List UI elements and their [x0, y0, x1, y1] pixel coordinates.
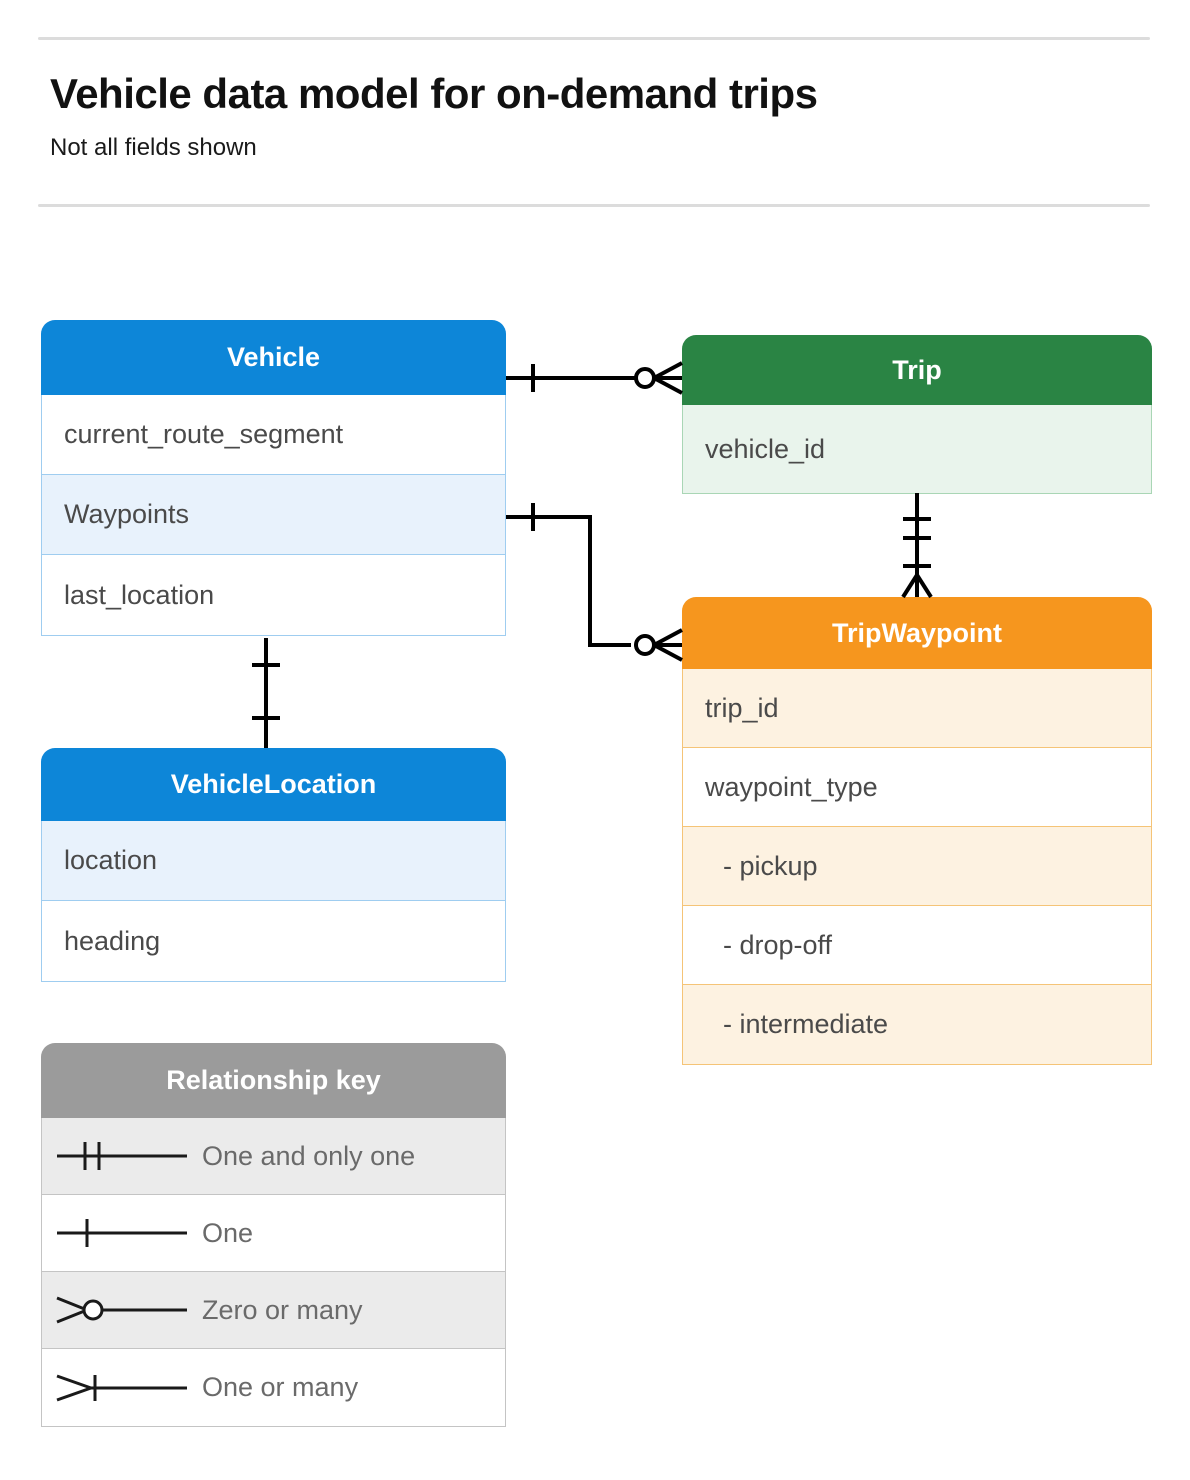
entity-trip-waypoint-fields: trip_id waypoint_type - pickup - drop-of… [682, 669, 1152, 1065]
field-vehicle-id[interactable]: vehicle_id [683, 405, 1151, 493]
legend-rows: One and only one One Zero or many [41, 1118, 506, 1427]
connector-vehicle-trip [506, 361, 683, 395]
entity-vehicle-location-title: VehicleLocation [41, 748, 506, 821]
page-subtitle: Not all fields shown [50, 134, 257, 161]
legend-item-label: Zero or many [202, 1294, 363, 1325]
connector-vehicle-vehiclelocation [252, 638, 280, 748]
legend-item-one-and-only-one: One and only one [42, 1118, 505, 1195]
entity-trip-title: Trip [682, 335, 1152, 405]
field-current-route-segment[interactable]: current_route_segment [42, 395, 505, 475]
field-waypoint-type[interactable]: waypoint_type [683, 748, 1151, 827]
zero-or-many-icon [42, 1290, 202, 1330]
entity-trip-waypoint-title: TripWaypoint [682, 597, 1152, 669]
connector-waypoints-tripwaypoint [506, 503, 683, 662]
field-waypoint-type-dropoff[interactable]: - drop-off [683, 906, 1151, 985]
legend-item-zero-or-many: Zero or many [42, 1272, 505, 1349]
bottom-divider [38, 204, 1150, 207]
field-location[interactable]: location [42, 821, 505, 901]
entity-vehicle-title: Vehicle [41, 320, 506, 395]
entity-vehicle-fields: current_route_segment Waypoints last_loc… [41, 395, 506, 636]
one-icon [42, 1213, 202, 1253]
page-title: Vehicle data model for on-demand trips [50, 70, 818, 117]
field-waypoints[interactable]: Waypoints [42, 475, 505, 555]
legend-item-one-or-many: One or many [42, 1349, 505, 1426]
relationship-key-legend: Relationship key One and only one One [41, 1043, 506, 1427]
entity-trip-fields: vehicle_id [682, 405, 1152, 494]
entity-trip[interactable]: Trip vehicle_id [682, 335, 1152, 494]
legend-item-label: One [202, 1217, 254, 1248]
connector-trip-tripwaypoint [901, 493, 933, 599]
legend-item-label: One and only one [202, 1140, 416, 1171]
field-heading[interactable]: heading [42, 901, 505, 981]
entity-vehicle[interactable]: Vehicle current_route_segment Waypoints … [41, 320, 506, 636]
top-divider [38, 37, 1150, 40]
one-or-many-icon [42, 1368, 202, 1408]
entity-trip-waypoint[interactable]: TripWaypoint trip_id waypoint_type - pic… [682, 597, 1152, 1065]
one-and-only-one-icon [42, 1136, 202, 1176]
legend-title: Relationship key [41, 1043, 506, 1118]
entity-vehicle-location[interactable]: VehicleLocation location heading [41, 748, 506, 982]
field-last-location[interactable]: last_location [42, 555, 505, 635]
field-waypoint-type-intermediate[interactable]: - intermediate [683, 985, 1151, 1064]
entity-vehicle-location-fields: location heading [41, 821, 506, 982]
field-waypoint-type-pickup[interactable]: - pickup [683, 827, 1151, 906]
legend-item-one: One [42, 1195, 505, 1272]
field-trip-id[interactable]: trip_id [683, 669, 1151, 748]
legend-item-label: One or many [202, 1372, 359, 1402]
